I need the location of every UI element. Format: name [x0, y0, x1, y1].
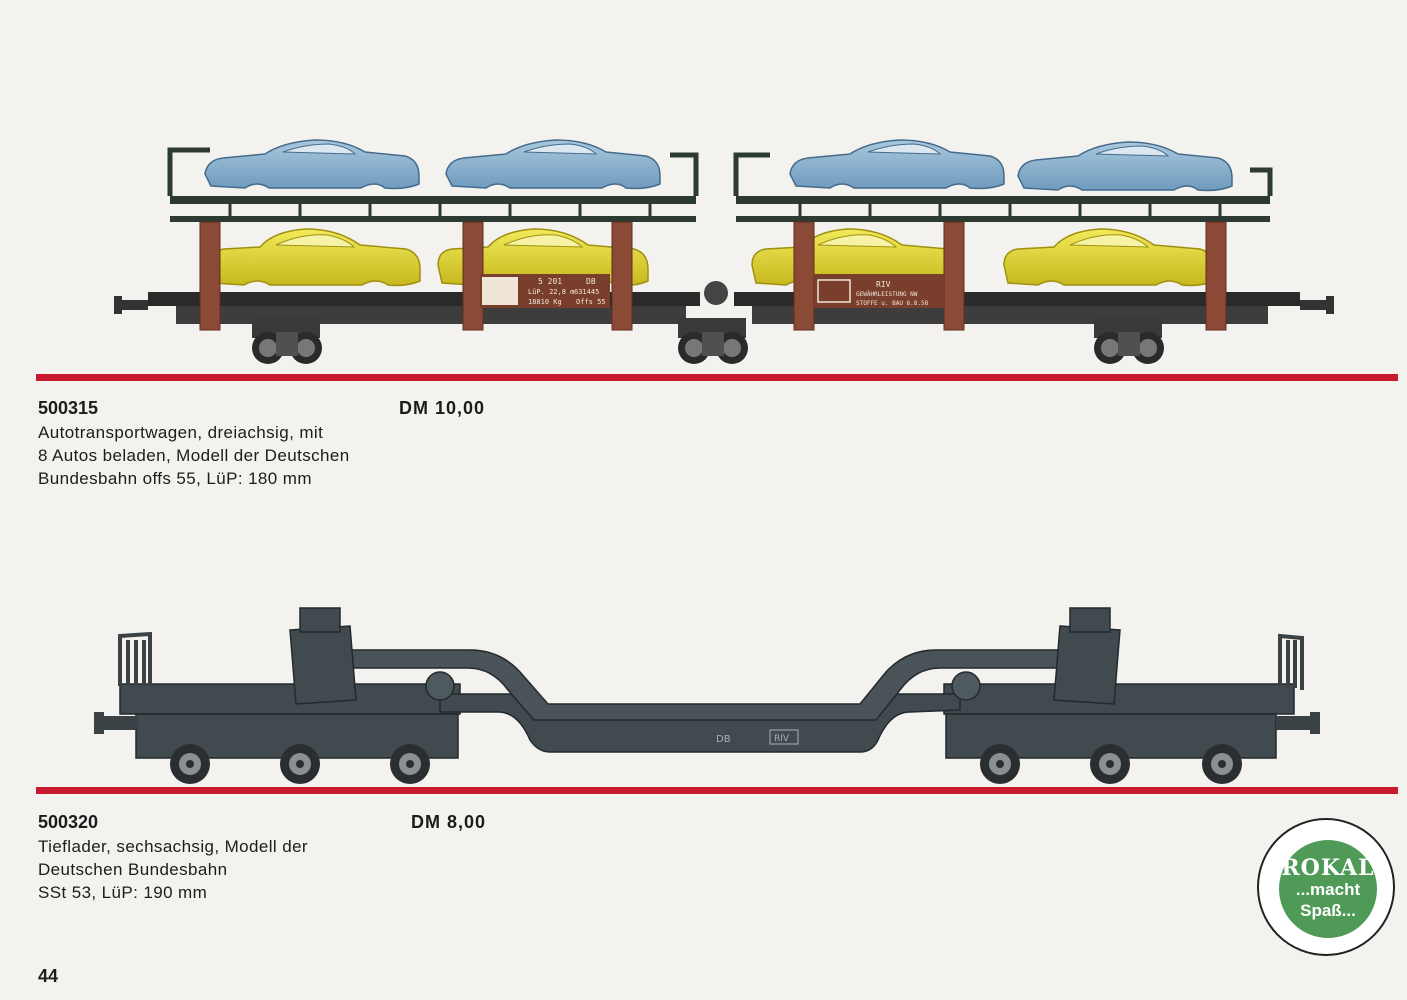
wagon-marking-3: LüP. 22,8 m: [528, 288, 574, 296]
product-description: Tieflader, sechsachsig, Modell der Deuts…: [38, 835, 308, 904]
product-price: DM 8,00: [411, 812, 487, 832]
divider-bottom: [36, 787, 1398, 794]
wagon-marking-4: 631445: [574, 288, 599, 296]
wagon-marking-2: DB: [586, 277, 596, 286]
product-500320: 500320 Tieflader, sechsachsig, Modell de…: [38, 812, 308, 904]
wagon-marking-stoffe: STOFFE u. BAU 6.8.58: [856, 300, 929, 307]
description-line: Autotransportwagen, dreiachsig, mit: [38, 423, 324, 442]
wagon-marking-riv: RIV: [774, 734, 790, 744]
product-price: DM 10,00: [399, 398, 486, 418]
description-line: SSt 53, LüP: 190 mm: [38, 883, 208, 902]
page-number: 44: [38, 966, 59, 986]
description-line: Deutschen Bundesbahn: [38, 860, 228, 879]
transporter-wagon-right: RIV GEWÄHRLEISTUNG NW STOFFE u. BAU 6.8.…: [733, 139, 1334, 364]
coupling: [678, 281, 748, 364]
rokal-badge: ROKAL ...macht Spaß...: [1257, 818, 1395, 956]
badge-line-3: Spaß...: [1300, 900, 1356, 920]
transporter-wagon-left: 5 201 DB LüP. 22,8 m 631445 18810 Kg Off…: [114, 139, 700, 364]
low-loader-illustration: DB RIV: [94, 607, 1320, 784]
divider-top: [36, 374, 1398, 381]
wagon-marking-5: 18810 Kg: [528, 298, 562, 306]
description-line: Bundesbahn offs 55, LüP: 180 mm: [38, 469, 312, 488]
wagon-marking-6: Offs 55: [576, 298, 606, 306]
product-description: Autotransportwagen, dreiachsig, mit 8 Au…: [38, 421, 350, 490]
wagon-marking-gewaehr: GEWÄHRLEISTUNG NW: [856, 291, 918, 298]
car-transporter-illustration: 5 201 DB LüP. 22,8 m 631445 18810 Kg Off…: [114, 139, 1334, 364]
wagon-marking-riv: RIV: [876, 280, 891, 289]
product-500315: 500315 Autotransportwagen, dreiachsig, m…: [38, 398, 350, 490]
description-line: Tieflader, sechsachsig, Modell der: [38, 837, 308, 856]
product-code: 500320: [38, 812, 99, 832]
wagon-marking-db: DB: [716, 734, 731, 745]
badge-line-2: ...macht: [1295, 879, 1361, 899]
description-line: 8 Autos beladen, Modell der Deutschen: [38, 446, 350, 465]
product-code: 500315: [38, 398, 99, 418]
wagon-marking-1: 5 201: [538, 277, 562, 286]
badge-line-1: ROKAL: [1281, 854, 1375, 881]
rokal-logo: ROKAL ...macht Spaß...: [1279, 840, 1377, 938]
